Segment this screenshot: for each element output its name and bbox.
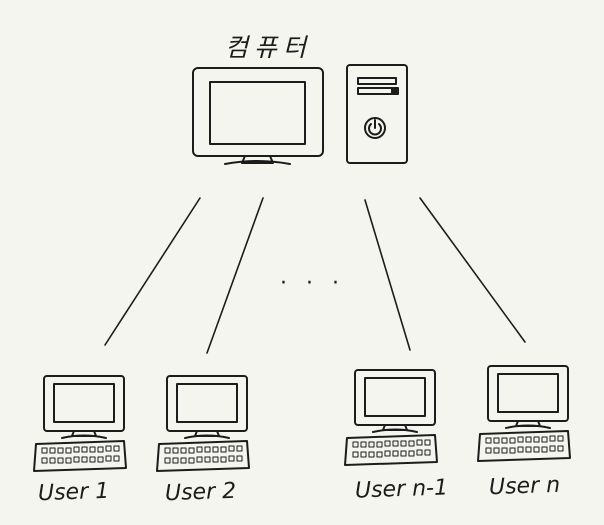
keyboard-keys — [485, 435, 564, 454]
user-terminal-2 — [156, 375, 250, 472]
connection-line-user-n-1 — [364, 199, 411, 351]
user-monitor-icon — [166, 375, 248, 439]
connections — [104, 197, 526, 354]
keyboard-keys — [352, 439, 431, 458]
tower-case-icon — [346, 64, 408, 164]
user-label: User n-1 — [354, 475, 449, 504]
host-computer — [192, 64, 408, 165]
connection-line-user-2 — [206, 197, 264, 354]
connection-line-user-n — [419, 197, 526, 343]
user-label: User 2 — [164, 478, 237, 507]
keyboard-icon — [477, 430, 571, 462]
user-terminal-n — [477, 365, 571, 462]
user-monitor-icon — [487, 365, 569, 429]
user-monitor-icon — [354, 369, 436, 433]
user-terminal-1 — [33, 375, 127, 472]
keyboard-keys — [41, 445, 120, 464]
keyboard-icon — [156, 440, 250, 472]
user-terminal-n-1 — [344, 369, 438, 466]
user-monitor-icon — [43, 375, 125, 439]
user-label: User n — [488, 472, 561, 501]
power-button-icon — [364, 117, 386, 139]
host-monitor-icon — [192, 67, 324, 165]
diagram-title: 컴퓨터 — [225, 33, 313, 62]
connection-line-user-1 — [104, 197, 201, 346]
ellipsis: · · · — [280, 271, 345, 296]
user-label: User 1 — [37, 478, 110, 507]
keyboard-icon — [33, 440, 127, 472]
keyboard-keys — [164, 445, 243, 464]
keyboard-icon — [344, 434, 438, 466]
